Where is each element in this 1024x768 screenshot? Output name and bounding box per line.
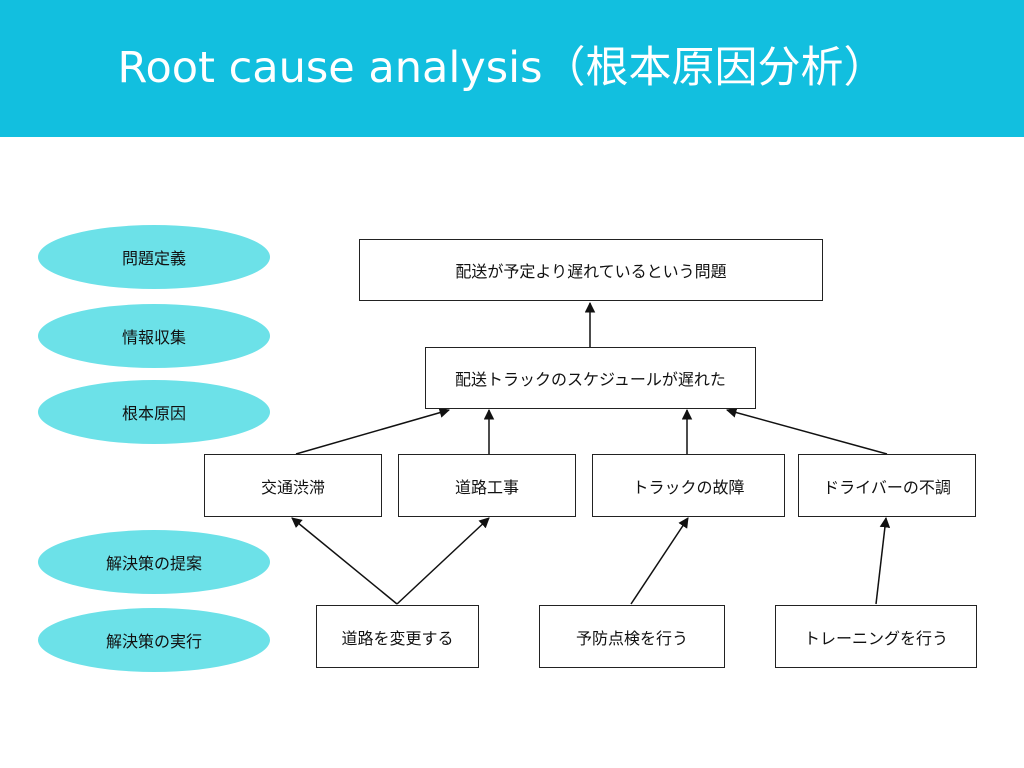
stage-solution-proposal: 解決策の提案: [38, 530, 270, 594]
stage-problem-definition: 問題定義: [38, 225, 270, 289]
stage-root-cause: 根本原因: [38, 380, 270, 444]
arrow-solution-1-to-factor-1: [291, 517, 398, 605]
stage-solution-execution: 解決策の実行: [38, 608, 270, 672]
factor-box-truck-failure: トラックの故障: [592, 454, 785, 517]
solution-box-preventive-inspection: 予防点検を行う: [539, 605, 725, 668]
solution-box-change-route: 道路を変更する: [316, 605, 479, 668]
arrow-solution-3-to-factor-4: [875, 516, 891, 605]
title-banner: Root cause analysis（根本原因分析）: [0, 0, 1024, 137]
slide-title: Root cause analysis（根本原因分析）: [117, 43, 887, 93]
stage-information-gathering: 情報収集: [38, 304, 270, 368]
arrow-solution-2-to-factor-3: [630, 517, 689, 605]
factor-box-traffic: 交通渋滞: [204, 454, 382, 517]
problem-box: 配送が予定より遅れているという問題: [359, 239, 823, 301]
arrow-factor-4-to-cause: [725, 407, 888, 455]
factor-box-driver-condition: ドライバーの不調: [798, 454, 976, 517]
arrow-solution-1-to-factor-2: [396, 517, 490, 605]
cause-box: 配送トラックのスケジュールが遅れた: [425, 347, 756, 409]
solution-box-training: トレーニングを行う: [775, 605, 977, 668]
arrow-factor-1-to-cause: [295, 407, 451, 455]
factor-box-roadwork: 道路工事: [398, 454, 576, 517]
